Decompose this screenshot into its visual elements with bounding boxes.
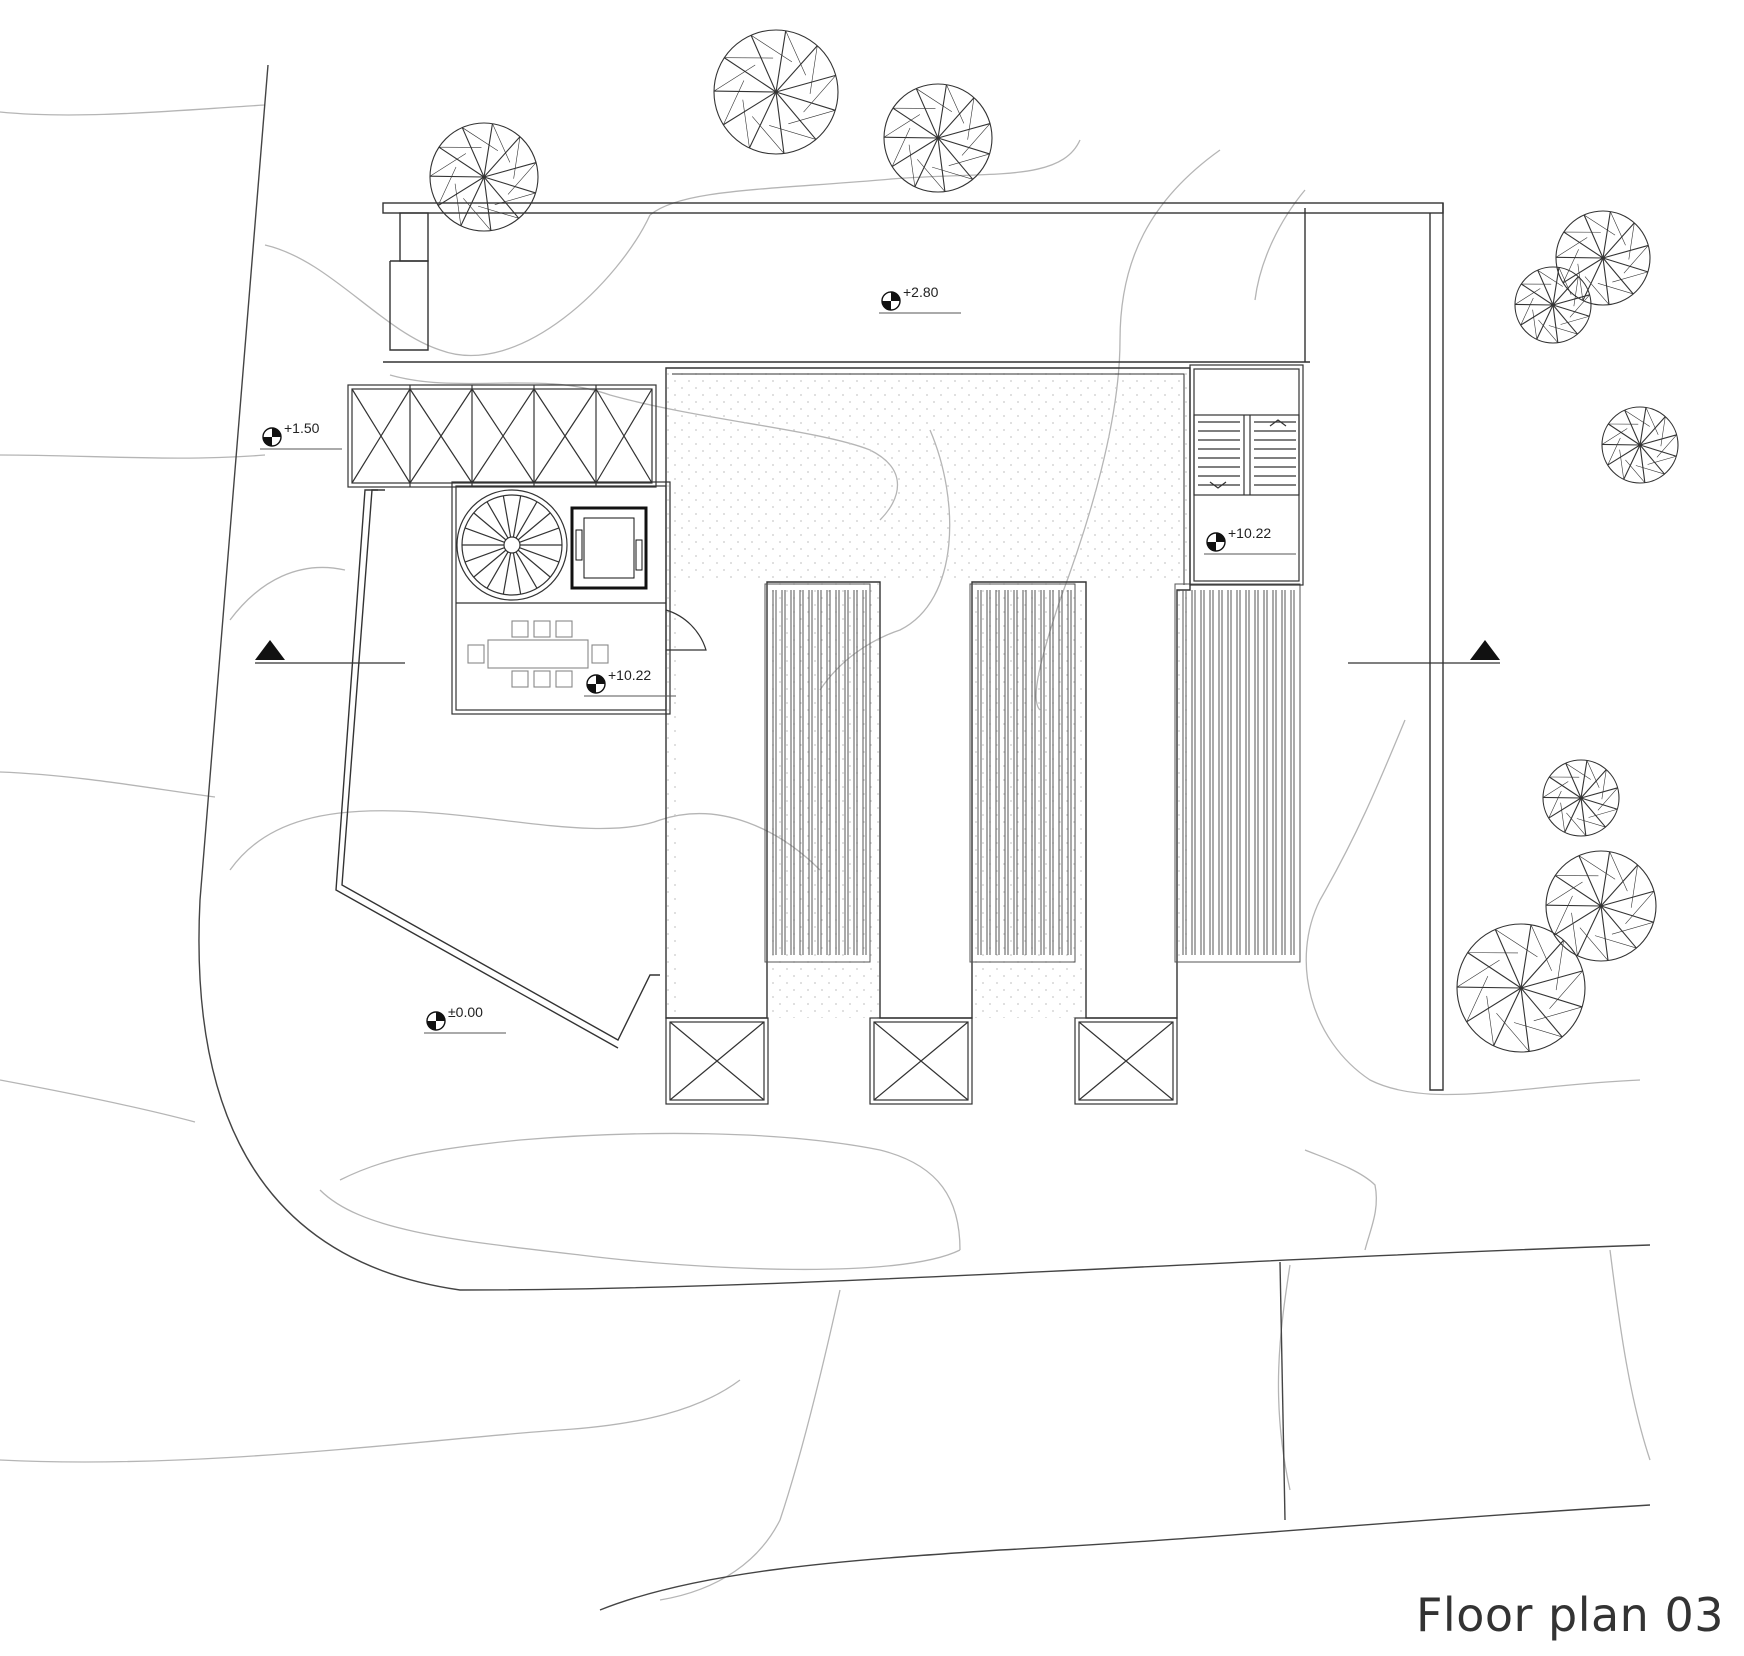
level-marker-icon: +10.22 (1204, 525, 1296, 555)
level-label-top-yard: +2.80 (903, 284, 939, 300)
spiral-stair-icon (456, 489, 568, 601)
level-marker-icon: +10.22 (584, 667, 676, 697)
tree-icon (1514, 266, 1592, 344)
level-label-west-terrace: +1.50 (284, 420, 320, 436)
roof-slab (665, 367, 1191, 1019)
dining-table-icon (467, 620, 609, 688)
tree-icon (429, 122, 539, 232)
level-marker-icon: +2.80 (879, 284, 961, 314)
tree-icon (1555, 210, 1651, 306)
lounge-room (451, 481, 707, 715)
tree-icon (883, 83, 993, 193)
tree-icon (1601, 406, 1679, 484)
section-arrow-icon (255, 640, 1500, 664)
louvre-bars (772, 590, 1295, 955)
pergola-west (347, 384, 657, 488)
site-walls (335, 202, 1444, 1091)
level-marker-icon: ±0.00 (424, 1004, 506, 1034)
level-marker-icon: +1.50 (260, 420, 342, 450)
level-label-stair-core: +10.22 (1228, 525, 1271, 541)
level-label-lounge: +10.22 (608, 667, 651, 683)
louvre-strips (764, 583, 1301, 963)
stair-icon (1189, 364, 1304, 586)
road-edges (198, 64, 1651, 1611)
canopy-south (665, 1017, 1178, 1105)
tree-icon (1545, 850, 1657, 962)
level-label-ground: ±0.00 (448, 1004, 483, 1020)
trees (429, 29, 1679, 1053)
elevator-icon (570, 506, 648, 590)
tree-icon (1456, 923, 1586, 1053)
tree-icon (713, 29, 839, 155)
plan-title: Floor plan 03 (1415, 1588, 1724, 1642)
level-markers: +2.80 +1.50 +10.22 +10.22 (260, 284, 1296, 1034)
tree-icon (1542, 759, 1620, 837)
